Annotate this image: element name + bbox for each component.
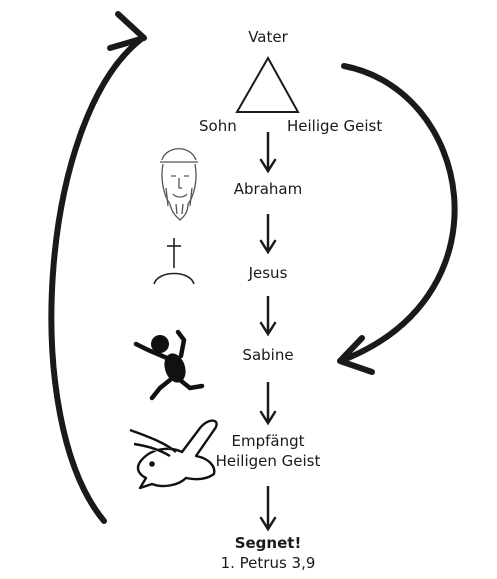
trinity-father-label: Vater — [248, 28, 288, 46]
cross-grave-icon — [153, 238, 195, 285]
sabine-label: Sabine — [242, 346, 294, 364]
down-arrow-3 — [259, 296, 277, 337]
down-arrow-5 — [259, 486, 277, 532]
receives-label-line2: Heiligen Geist — [215, 452, 321, 470]
trinity-spirit-label: Heilige Geist — [287, 117, 383, 135]
down-arrow-1 — [259, 132, 277, 174]
dove-icon — [129, 419, 218, 490]
trinity-triangle — [235, 55, 300, 113]
jesus-label: Jesus — [248, 264, 288, 282]
abraham-label: Abraham — [233, 180, 303, 198]
bearded-man-icon — [160, 148, 198, 221]
blesses-label: Segnet! — [234, 534, 302, 552]
left-loop-arrow — [48, 11, 147, 524]
receives-label-line1: Empfängt — [231, 432, 305, 450]
running-person-icon — [133, 329, 205, 401]
down-arrow-4 — [259, 382, 277, 426]
scripture-reference: 1. Petrus 3,9 — [220, 554, 316, 572]
trinity-son-label: Sohn — [199, 117, 237, 135]
down-arrow-2 — [259, 214, 277, 255]
right-loop-arrow — [337, 63, 458, 375]
